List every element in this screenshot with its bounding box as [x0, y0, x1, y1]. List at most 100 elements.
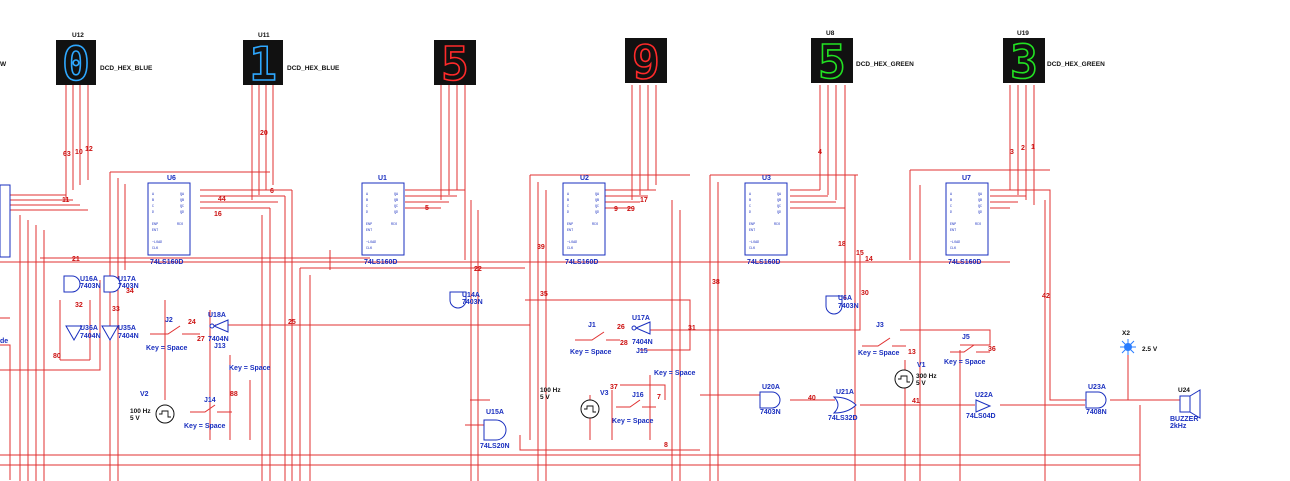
svg-text:CLK: CLK — [366, 247, 373, 251]
switch-j1[interactable]: J1 Key = Space — [570, 322, 620, 356]
svg-text:CLK: CLK — [950, 247, 957, 251]
switch-key: Key = Space — [229, 365, 271, 372]
svg-text:88: 88 — [230, 391, 238, 398]
svg-text:C: C — [567, 205, 569, 209]
switch-j13[interactable]: J13 Key = Space — [214, 343, 271, 372]
svg-text:QD: QD — [394, 211, 398, 215]
svg-text:U23A: U23A — [1088, 384, 1106, 391]
svg-text:300 Hz: 300 Hz — [916, 373, 937, 380]
svg-text:21: 21 — [72, 256, 80, 263]
svg-text:24: 24 — [188, 319, 196, 326]
svg-text:B: B — [950, 199, 952, 203]
svg-text:J16: J16 — [632, 392, 644, 399]
display-2: 5 — [434, 36, 476, 92]
display-part: DCD_HEX_BLUE — [287, 65, 340, 72]
svg-text:Key = Space: Key = Space — [570, 349, 612, 356]
svg-text:22: 22 — [474, 266, 482, 273]
svg-text:ENT: ENT — [567, 229, 573, 233]
svg-text:Key = Space: Key = Space — [858, 350, 900, 357]
gate-u21a: U21A 74LS32D — [828, 389, 858, 422]
svg-text:7404N: 7404N — [80, 333, 101, 340]
svg-text:41: 41 — [912, 398, 920, 405]
svg-text:100 Hz: 100 Hz — [130, 408, 151, 415]
svg-text:30: 30 — [861, 290, 869, 297]
svg-text:38: 38 — [712, 279, 720, 286]
switch-j3[interactable]: J3 Key = Space — [858, 322, 906, 357]
source-v1: V1 300 Hz 5 V — [894, 362, 937, 389]
display-ref: U11 — [258, 32, 270, 39]
svg-text:D: D — [567, 211, 569, 215]
display-0: U12 0 DCD_HEX_BLUE — [56, 32, 153, 92]
svg-text:ENP: ENP — [366, 223, 372, 227]
svg-text:74LS160D: 74LS160D — [565, 259, 598, 266]
switch-ref: J13 — [214, 343, 226, 350]
gate-u36a: U36A 7404N — [65, 325, 101, 342]
display-ref: U12 — [72, 32, 84, 39]
svg-text:J2: J2 — [165, 317, 173, 324]
svg-text:CLK: CLK — [749, 247, 756, 251]
svg-text:74LS160D: 74LS160D — [948, 259, 981, 266]
svg-text:QD: QD — [180, 211, 184, 215]
svg-text:28: 28 — [620, 340, 628, 347]
switch-j15[interactable]: J15 Key = Space — [636, 348, 696, 377]
svg-text:2.5 V: 2.5 V — [1142, 346, 1158, 353]
svg-text:QA: QA — [978, 193, 983, 197]
svg-text:B: B — [749, 199, 751, 203]
display-digit: 9 — [632, 35, 660, 89]
svg-text:Key = Space: Key = Space — [944, 359, 986, 366]
display-3: 9 — [625, 34, 667, 90]
svg-text:QB: QB — [180, 199, 184, 203]
switch-j2[interactable]: J2 Key = Space — [146, 317, 200, 352]
svg-text:4: 4 — [818, 149, 822, 156]
svg-text:Key = Space: Key = Space — [184, 423, 226, 430]
svg-text:U6: U6 — [167, 175, 176, 182]
svg-text:RCO: RCO — [975, 223, 981, 227]
gate-u17a-inv: U17A 7404N — [631, 315, 653, 346]
svg-text:7403N: 7403N — [80, 283, 101, 290]
svg-text:7404N: 7404N — [208, 336, 229, 343]
svg-text:74LS20N: 74LS20N — [480, 443, 510, 450]
gate-u23a: U23A 7408N — [1085, 384, 1107, 416]
svg-text:J14: J14 — [204, 397, 216, 404]
switch-j5[interactable]: J5 Key = Space — [944, 334, 990, 366]
svg-text:80: 80 — [53, 353, 61, 360]
display-part: DCD_HEX_BLUE — [100, 65, 153, 72]
net-labels: 63 10 12 20 11 21 32 33 80 24 27 34 25 2… — [53, 130, 1050, 449]
display-ref: U19 — [1017, 30, 1029, 37]
switch-j16[interactable]: J16 Key = Space — [612, 392, 656, 425]
switch-j14[interactable]: J14 Key = Space — [184, 397, 232, 430]
svg-text:U22A: U22A — [975, 392, 993, 399]
svg-text:ENP: ENP — [749, 223, 755, 227]
gate-u20a: U20A 7403N — [759, 384, 781, 416]
svg-text:J3: J3 — [876, 322, 884, 329]
svg-text:39: 39 — [537, 244, 545, 251]
svg-text:7403N: 7403N — [118, 283, 139, 290]
svg-text:36: 36 — [988, 346, 996, 353]
svg-text:32: 32 — [75, 302, 83, 309]
gate-u14a: U14A 7403N — [449, 291, 483, 309]
svg-text:BUZZER: BUZZER — [1170, 416, 1198, 423]
svg-text:Key = Space: Key = Space — [146, 345, 188, 352]
display-part: DCD_HEX_GREEN — [856, 61, 914, 68]
svg-text:5 V: 5 V — [916, 380, 926, 387]
gate-u15a: U15A 74LS20N — [480, 409, 510, 450]
svg-text:U17A: U17A — [632, 315, 650, 322]
svg-text:100 Hz: 100 Hz — [540, 387, 561, 394]
svg-text:12: 12 — [85, 146, 93, 153]
svg-text:QD: QD — [978, 211, 982, 215]
svg-text:74LS04D: 74LS04D — [966, 413, 996, 420]
svg-text:74LS32D: 74LS32D — [828, 415, 858, 422]
svg-text:D: D — [366, 211, 368, 215]
switch-ref: J15 — [636, 348, 648, 355]
svg-text:QD: QD — [777, 211, 781, 215]
svg-text:U14A: U14A — [462, 292, 480, 299]
svg-text:J1: J1 — [588, 322, 596, 329]
svg-text:~LOAD: ~LOAD — [950, 241, 960, 245]
svg-text:7403N: 7403N — [462, 299, 483, 306]
svg-text:33: 33 — [112, 306, 120, 313]
svg-text:RCO: RCO — [177, 223, 183, 227]
svg-text:QB: QB — [978, 199, 982, 203]
wire-layer — [0, 85, 1180, 481]
